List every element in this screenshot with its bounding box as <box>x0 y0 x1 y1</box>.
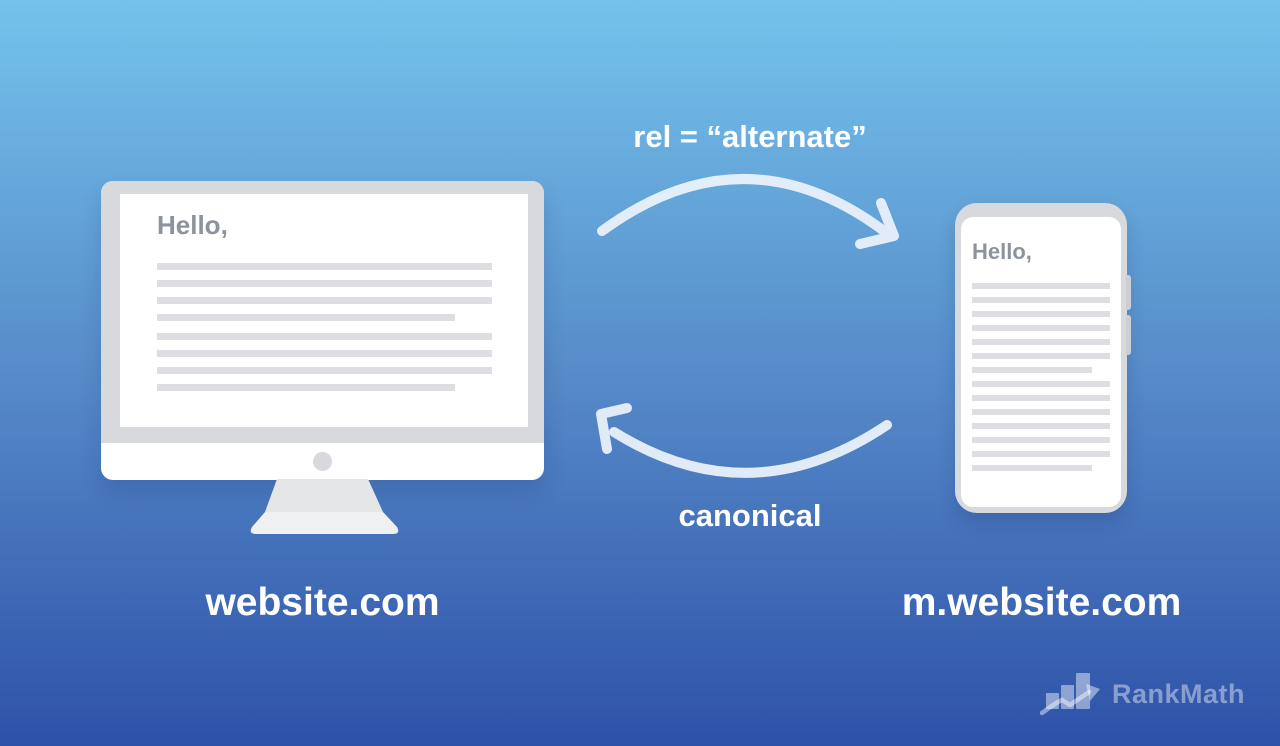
desktop-monitor-illustration: Hello, <box>101 181 544 537</box>
placeholder-text-line <box>157 350 492 357</box>
brand-name: RankMath <box>1112 678 1246 709</box>
placeholder-text-line <box>972 297 1110 303</box>
placeholder-text-block <box>157 333 492 391</box>
placeholder-text-line <box>972 465 1092 471</box>
monitor-screen: Hello, <box>120 194 528 427</box>
placeholder-text-line <box>157 297 492 304</box>
placeholder-text-block <box>972 381 1110 471</box>
placeholder-text-block <box>157 263 492 321</box>
placeholder-text-line <box>157 384 455 391</box>
rel-alternate-label: rel = “alternate” <box>633 119 867 154</box>
desktop-placeholder-text <box>157 263 492 401</box>
mobile-placeholder-text <box>972 283 1110 479</box>
phone-side-button <box>1126 275 1131 310</box>
placeholder-text-line <box>972 325 1110 331</box>
rankmath-bar-chart-arrow-icon <box>1040 673 1100 716</box>
placeholder-text-line <box>157 333 492 340</box>
placeholder-text-line <box>157 314 455 321</box>
placeholder-text-line <box>157 263 492 270</box>
placeholder-text-line <box>972 423 1110 429</box>
placeholder-text-line <box>972 311 1110 317</box>
placeholder-text-line <box>972 437 1110 443</box>
placeholder-text-line <box>157 367 492 374</box>
alternate-arrow-head-icon <box>855 198 899 249</box>
placeholder-text-line <box>972 395 1110 401</box>
desktop-page-heading: Hello, <box>157 210 228 240</box>
placeholder-text-line <box>157 280 492 287</box>
placeholder-text-line <box>972 451 1110 457</box>
placeholder-text-line <box>972 283 1110 289</box>
mobile-phone-illustration: Hello, <box>955 203 1131 513</box>
placeholder-text-line <box>972 409 1110 415</box>
canonical-label: canonical <box>678 498 822 533</box>
phone-screen: Hello, <box>961 217 1121 507</box>
canonical-arrow-head-icon <box>596 403 632 454</box>
mobile-page-heading: Hello, <box>972 239 1032 264</box>
phone-side-button <box>1126 315 1131 355</box>
monitor-stand <box>250 479 399 534</box>
placeholder-text-line <box>972 353 1110 359</box>
placeholder-text-block <box>972 283 1110 373</box>
alternate-arrow-curve <box>597 174 889 236</box>
mobile-site-label: m.website.com <box>901 581 1182 624</box>
desktop-site-label: website.com <box>205 581 440 624</box>
brand-watermark: RankMath <box>1040 672 1245 716</box>
placeholder-text-line <box>972 381 1110 387</box>
canonical-arrow-curve <box>609 420 892 478</box>
placeholder-text-line <box>972 339 1110 345</box>
monitor-camera-dot <box>313 452 332 471</box>
placeholder-text-line <box>972 367 1092 373</box>
